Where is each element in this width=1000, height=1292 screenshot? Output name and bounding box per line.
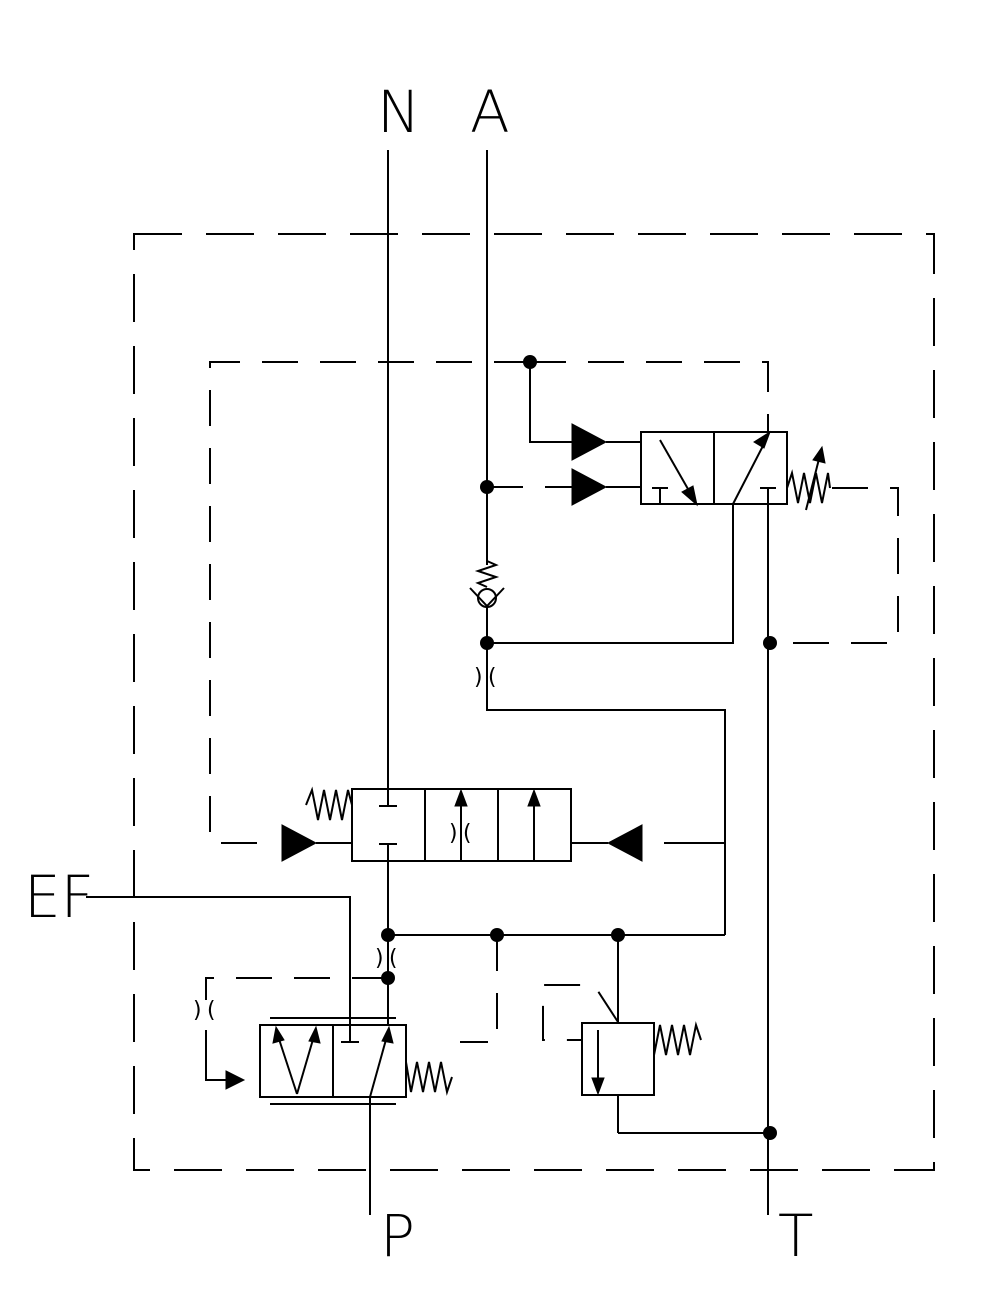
pilot-arrow-top-1 xyxy=(571,423,608,461)
line-valve-to-junction xyxy=(487,504,734,644)
pilot-arrow-right xyxy=(606,824,643,862)
port-label-n: N xyxy=(377,78,420,146)
pilot-line-loop xyxy=(209,361,530,844)
pilot-line-bottom-left xyxy=(205,1030,230,1081)
sequence-valve-top xyxy=(640,430,831,511)
junction-dot xyxy=(381,971,395,985)
pilot-arrow-left xyxy=(281,824,318,862)
junction-dot xyxy=(381,928,395,942)
junction-dot xyxy=(480,636,494,650)
port-label-p: P xyxy=(380,1202,415,1270)
pilot-line-top xyxy=(529,362,575,443)
junction-dot xyxy=(490,928,504,942)
pilot-line-bottom-right xyxy=(460,935,498,1043)
port-label-t: T xyxy=(778,1202,813,1270)
orifice-2: )( xyxy=(373,946,400,971)
junction-dot xyxy=(763,1126,777,1140)
junction-dot xyxy=(480,480,494,494)
pilot-line-top-right xyxy=(530,361,769,433)
check-valve xyxy=(469,560,505,643)
pilot-line-bottom xyxy=(205,977,388,1000)
pilot-arrow-bottom xyxy=(225,1070,246,1090)
relief-valve xyxy=(581,935,768,1134)
spring-drain-line xyxy=(770,487,899,644)
orifice-3: )( xyxy=(191,998,218,1023)
line-orifice-to-right xyxy=(486,643,726,935)
two-position-valve-bottom xyxy=(259,1017,453,1105)
outer-enclosure xyxy=(133,233,935,1171)
svg-text:)(: )( xyxy=(447,821,474,846)
junction-dot xyxy=(611,928,625,942)
port-label-a: A xyxy=(470,78,510,146)
junction-dot xyxy=(523,355,537,369)
junction-dot xyxy=(763,636,777,650)
line-ef xyxy=(86,896,351,1025)
pilot-arrow-top-2 xyxy=(571,468,608,506)
three-position-valve: )( xyxy=(305,786,572,862)
orifice-1: )( xyxy=(472,665,499,690)
relief-pilot-line xyxy=(542,984,619,1041)
port-label-ef: EF xyxy=(24,863,94,931)
